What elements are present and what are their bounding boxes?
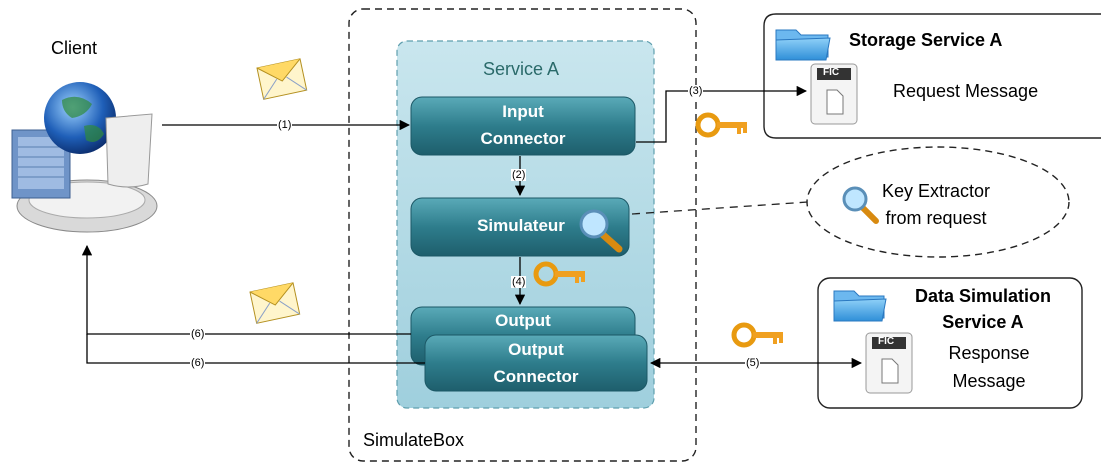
client-label: Client	[51, 38, 98, 58]
edge-6a-label: (6)	[190, 328, 206, 340]
input-connector-line2: Connector	[480, 129, 566, 148]
response-message-line2: Message	[952, 371, 1026, 391]
key-icon-storage	[695, 112, 747, 138]
input-connector-box	[410, 96, 636, 156]
simulateur-label: Simulateur	[477, 216, 565, 235]
output-connector-label: Output Connector	[425, 336, 647, 390]
magnifier-icon-extractor	[842, 186, 879, 224]
client-computer-icon	[11, 82, 158, 233]
data-sim-title: Data Simulation Service A	[890, 283, 1076, 335]
key-icon-simulateur	[533, 261, 585, 287]
edge-3-label: (3)	[688, 85, 704, 97]
input-connector-label: Input Connector	[411, 98, 635, 152]
input-connector-line1: Input	[502, 102, 544, 121]
key-extractor-line2: from request	[885, 208, 987, 228]
folder-icon-data-simulation	[833, 290, 887, 322]
edge-6b-line	[86, 334, 425, 364]
key-extractor-label: Key Extractor from request	[882, 178, 990, 232]
service-a-title: Service A	[483, 59, 560, 79]
response-message-line1: Response	[948, 343, 1030, 363]
key-extractor-line1: Key Extractor	[882, 181, 991, 201]
envelope-response-icon	[249, 282, 301, 324]
edge-3-line	[636, 85, 808, 143]
file-icon-request	[810, 63, 858, 125]
folder-icon-storage	[775, 29, 831, 61]
storage-title: Storage Service A	[849, 30, 1003, 50]
edge-6b-label: (6)	[190, 357, 206, 369]
simulateur-box	[410, 197, 630, 257]
output-connector-line1: Output	[508, 340, 564, 359]
edge-4-label: (4)	[511, 276, 527, 288]
data-sim-title-line1: Data Simulation	[914, 286, 1052, 306]
edge-1-label: (1)	[277, 119, 293, 131]
edge-2-label: (2)	[511, 169, 527, 181]
data-sim-file-tag: FIC	[878, 336, 895, 347]
output-connector-line2: Connector	[493, 367, 579, 386]
response-message-label: Response Message	[934, 339, 1044, 395]
simulatebox-label: SimulateBox	[363, 430, 465, 450]
file-icon-response	[865, 332, 913, 394]
data-sim-title-line2: Service A	[942, 312, 1024, 332]
magnifier-icon-simulateur	[579, 209, 623, 253]
simulateur-extractor-dashed	[631, 201, 809, 215]
simulatebox-container	[348, 8, 697, 462]
output-connector-back-label: Output	[495, 311, 551, 330]
edge-6a-line	[81, 244, 411, 335]
key-icon-data-simulation	[731, 322, 783, 348]
envelope-request-icon	[256, 58, 308, 100]
storage-file-tag: FIC	[823, 67, 840, 78]
request-message-label: Request Message	[893, 81, 1039, 101]
edge-5-label: (5)	[745, 357, 761, 369]
